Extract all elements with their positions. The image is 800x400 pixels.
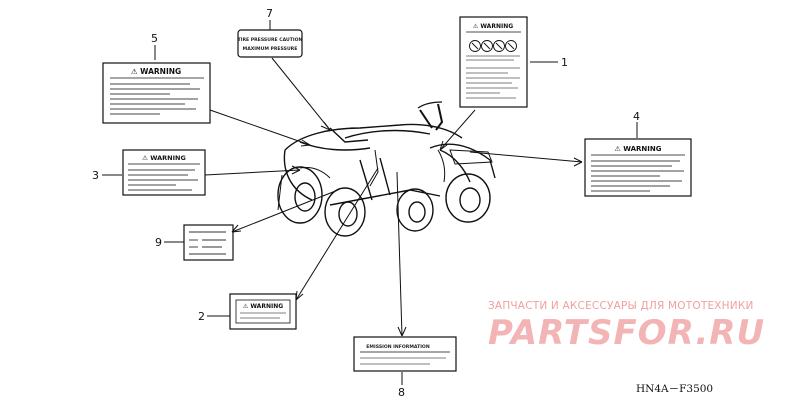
pictogram-icon <box>469 40 517 52</box>
label-2-title: ⚠ WARNING <box>243 303 283 310</box>
label-9 <box>183 224 234 261</box>
leader-lines <box>102 20 638 385</box>
label-7-line1: TIRE PRESSURE CAUTION <box>238 37 303 43</box>
callout-9: 9 <box>155 236 162 249</box>
callout-7: 7 <box>266 7 273 20</box>
callout-3: 3 <box>92 169 99 182</box>
callout-5: 5 <box>151 32 158 45</box>
callout-2: 2 <box>198 310 205 323</box>
label-4-warning: ⚠ WARNING <box>584 138 692 197</box>
label-1-title: ⚠ WARNING <box>473 23 513 30</box>
atv-illustration <box>277 101 496 237</box>
label-7-line2: MAXIMUM PRESSURE <box>243 46 298 52</box>
label-8-emission-information: EMISSION INFORMATION <box>353 336 457 372</box>
callout-1: 1 <box>561 56 568 69</box>
diagram-code: HN4A－F3500 <box>636 383 714 395</box>
label-7-tire-pressure: TIRE PRESSURE CAUTION MAXIMUM PRESSURE <box>237 29 303 58</box>
label-8-title: EMISSION INFORMATION <box>366 344 430 350</box>
label-5-warning: ⚠ WARNING <box>102 62 211 124</box>
label-1-warning-pictograms: ⚠ WARNING <box>459 16 528 108</box>
label-2-warning: ⚠ WARNING <box>229 293 297 330</box>
label-3-warning: ⚠ WARNING <box>122 149 206 196</box>
watermark-caption: ЗАПЧАСТИ И АКСЕССУАРЫ ДЛЯ МОТОТЕХНИКИ <box>488 300 754 312</box>
watermark: ЗАПЧАСТИ И АКСЕССУАРЫ ДЛЯ МОТОТЕХНИКИ PA… <box>488 300 788 352</box>
callout-4: 4 <box>633 110 640 123</box>
callout-numbers: 1 2 3 4 5 7 8 9 <box>92 7 640 399</box>
label-5-title: ⚠ WARNING <box>131 67 181 76</box>
label-3-title: ⚠ WARNING <box>142 154 186 162</box>
watermark-logo: PARTSFOR.RU <box>488 313 766 353</box>
label-4-title: ⚠ WARNING <box>615 145 662 153</box>
callout-8: 8 <box>398 386 405 399</box>
